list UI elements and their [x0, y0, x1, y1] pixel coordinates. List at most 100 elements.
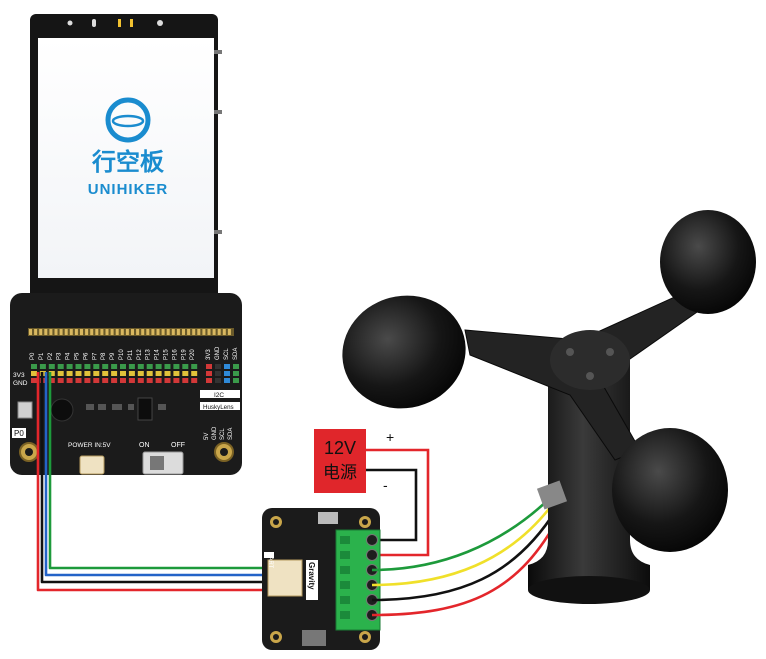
header-pin	[120, 371, 126, 376]
header-pin	[182, 378, 189, 383]
power-header-pin	[233, 371, 239, 376]
gold-pin	[100, 329, 104, 335]
gold-pin	[120, 329, 124, 335]
power-header-pin	[215, 371, 221, 376]
cup-left	[342, 295, 466, 409]
gold-pin	[54, 329, 58, 335]
unihiker-pcb	[10, 293, 242, 475]
anemometer-base	[528, 576, 650, 604]
header-pin	[75, 364, 82, 369]
header-pin	[84, 371, 91, 376]
huskylens-label: HuskyLens	[203, 404, 234, 411]
sensor-wire-yellow	[371, 504, 554, 587]
gravity-label-box	[306, 560, 318, 600]
gold-pin	[29, 329, 32, 335]
gold-pin	[125, 329, 129, 335]
i2c-label-box	[200, 390, 240, 398]
reset-button[interactable]	[17, 401, 33, 419]
gold-pin	[161, 329, 165, 335]
rs485-converter-board: UART Gravity	[262, 508, 381, 650]
header-pin	[84, 364, 91, 369]
uart-connector[interactable]	[267, 559, 303, 597]
power-switch-knob[interactable]	[150, 456, 164, 470]
power-header-pin	[224, 371, 230, 376]
gold-pin	[151, 329, 155, 335]
gold-pin	[115, 329, 119, 335]
terminal-slot	[340, 596, 350, 604]
gold-pin	[156, 329, 160, 335]
brand-cn-text: 行空板	[91, 148, 165, 176]
header-pin	[191, 371, 198, 376]
header-pin	[93, 364, 100, 369]
buzzer	[50, 398, 74, 422]
pin-label: P11	[128, 349, 134, 360]
chip	[302, 630, 326, 646]
header-pin	[111, 364, 118, 369]
terminal-screw[interactable]	[366, 549, 378, 561]
header-pin	[191, 364, 198, 369]
header-pin	[48, 364, 55, 369]
switch-off-label: OFF	[171, 442, 185, 449]
gold-pin	[141, 329, 145, 335]
gold-pin	[80, 329, 83, 335]
power-header-pin	[215, 364, 221, 369]
anemometer	[342, 210, 756, 604]
gold-pin	[146, 329, 150, 335]
gold-pin	[227, 329, 231, 335]
sensor-wires	[371, 499, 562, 617]
power-header-pin	[233, 364, 239, 369]
gold-pin	[136, 329, 140, 335]
header-pin	[182, 371, 189, 376]
gold-pin	[187, 329, 191, 335]
gold-pin	[197, 329, 201, 335]
gold-pin	[105, 329, 109, 335]
header-pin	[75, 378, 82, 383]
i2c-pin-label: 5V	[204, 433, 210, 440]
pin-label: P3	[57, 352, 63, 360]
uart-port-label: UART	[267, 552, 273, 569]
supply-voltage-label: 12V	[324, 438, 356, 458]
header-pin	[146, 371, 153, 376]
anemometer-hub	[550, 330, 630, 390]
gold-pin	[49, 329, 53, 335]
gold-pin	[207, 329, 211, 335]
gravity-brand-label: Gravity	[307, 562, 316, 590]
brand-en-text: UNIHIKER	[88, 181, 169, 198]
pin-label: P2	[48, 352, 54, 360]
terminal-screw[interactable]	[366, 534, 378, 546]
header-pin	[31, 364, 37, 369]
gold-pin	[182, 329, 185, 335]
header-pin	[182, 364, 189, 369]
header-pin	[173, 371, 180, 376]
pin-label: P7	[92, 352, 98, 360]
header-pin	[66, 364, 73, 369]
header-pin	[173, 364, 180, 369]
pin-label: P8	[101, 352, 107, 360]
header-pin	[102, 364, 109, 369]
sensor-wire-black	[371, 509, 558, 602]
micro-usb-port[interactable]	[318, 512, 338, 524]
header-pin	[146, 364, 153, 369]
header-pin	[48, 371, 55, 376]
cup-bottom	[612, 428, 728, 552]
header-pin	[155, 364, 162, 369]
power-pin-label: 3V3	[206, 349, 212, 360]
pin-label: P13	[146, 349, 152, 360]
wire-red	[36, 372, 272, 592]
gold-pin	[222, 329, 226, 335]
gold-pin	[192, 329, 196, 335]
screen-display	[38, 38, 214, 278]
header-pin	[137, 371, 144, 376]
uart-wires	[36, 372, 272, 592]
power-in-connector[interactable]	[79, 455, 105, 475]
header-pin	[155, 378, 162, 383]
header-pin	[191, 378, 198, 383]
header-pin	[39, 364, 46, 369]
header-pin	[57, 378, 64, 383]
led2-icon	[130, 19, 133, 27]
terminal-slot	[340, 581, 350, 589]
header-pin	[164, 371, 171, 376]
power-supply-12v: 12V 电源 + -	[314, 429, 430, 557]
